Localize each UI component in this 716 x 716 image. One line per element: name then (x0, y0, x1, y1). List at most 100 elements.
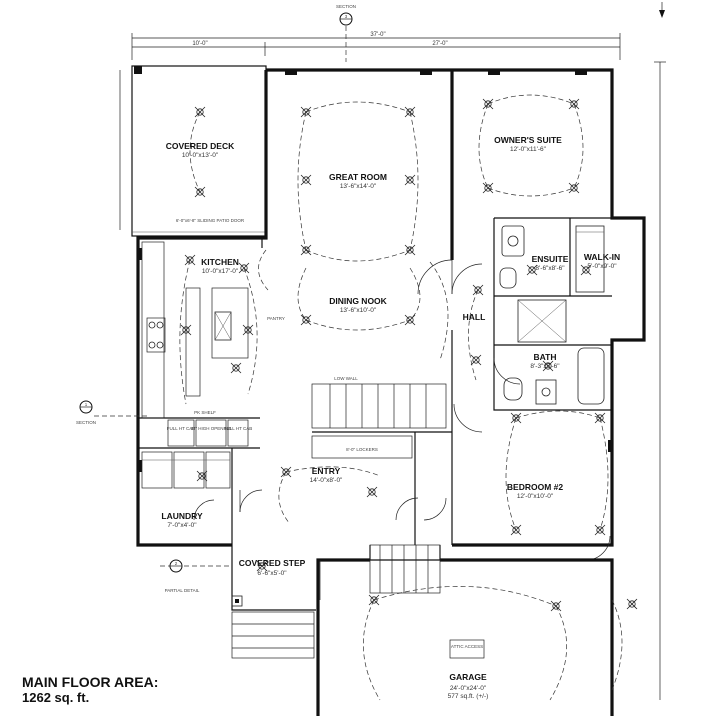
ceiling-light-icon (580, 264, 592, 276)
ceiling-light-icon (242, 324, 254, 336)
covered-step-name: COVERED STEP (239, 558, 306, 568)
ceiling-light-icon (568, 98, 580, 110)
ceiling-light-icon (180, 324, 192, 336)
ceiling-light-icon (594, 412, 606, 424)
section-top-number: 3 (345, 14, 348, 19)
north-arrow-icon (659, 2, 665, 18)
garage-area: 577 sq.ft. (+/-) (448, 693, 489, 700)
walk-in-dims: 5'-0"x9'-0" (587, 263, 617, 270)
overall-dimension: 37'-0" (370, 32, 385, 38)
bedroom2-name: BEDROOM #2 (507, 482, 563, 492)
ceiling-light-icon (184, 254, 196, 266)
ceiling-light-icon (300, 244, 312, 256)
owners-suite-dims: 12'-0"x11'-6" (510, 146, 547, 153)
ceiling-light-icon (366, 486, 378, 498)
section-marker-top: SECTION 3 (336, 4, 356, 62)
ceiling-light-icon (196, 470, 208, 482)
low-wall-note: LOW WALL (334, 376, 358, 381)
ensuite-name: ENSUITE (532, 254, 569, 264)
laundry-name: LAUNDRY (161, 511, 203, 521)
lockers-note: 8'-0" LOCKERS (346, 447, 378, 452)
attic-access-note: ATTIC ACCESS (451, 644, 483, 649)
right-dimension: 27'-0" (432, 41, 447, 47)
electrical-wiring (179, 94, 623, 701)
ceiling-light-icon (568, 182, 580, 194)
pantry-note: PANTRY (267, 316, 285, 321)
ceiling-light-icon (256, 560, 268, 572)
kitchen-fixtures: FULL HT CAB 37" HIGH OPENING FULL HT CAB… (141, 241, 285, 447)
great-room-dims: 13'-6"x14'-0" (340, 183, 377, 190)
covered-deck-dims: 10'-0"x13'-0" (182, 152, 219, 159)
ceiling-light-icon (300, 106, 312, 118)
exterior-walls (136, 68, 646, 547)
ceiling-light-icon (510, 524, 522, 536)
section-left-number: 1 (85, 402, 88, 407)
walk-in-name: WALK-IN (584, 252, 620, 262)
ceiling-light-icon (626, 598, 638, 610)
owners-suite-name: OWNER'S SUITE (494, 135, 562, 145)
entry-name: ENTRY (312, 466, 341, 476)
ceiling-light-icon (510, 412, 522, 424)
top-dimensions: 37'-0" 10'-0" 27'-0" (119, 32, 666, 700)
patio-door-note: 6'-0"x6'-8" SLIDING PATIO DOOR (176, 218, 245, 223)
opening-note: 37" HIGH OPENING (190, 426, 232, 431)
ceiling-light-icon (526, 264, 538, 276)
ceiling-light-icon (404, 174, 416, 186)
pk-shelf-note: PK SHELF (194, 410, 216, 415)
ensuite-dims: 8'-6"x8'-6" (535, 265, 565, 272)
covered-deck: COVERED DECK 10'-0"x13'-0" 6'-0"x6'-8" S… (131, 65, 267, 237)
bedroom2-dims: 12'-0"x10'-0" (517, 493, 554, 500)
ceiling-light-icon (194, 186, 206, 198)
ceiling-light-icon (238, 262, 250, 274)
ceiling-light-icon (280, 466, 292, 478)
ceiling-light-icon (482, 182, 494, 194)
ceiling-light-icon (194, 106, 206, 118)
hall-name: HALL (463, 312, 486, 322)
ceiling-light-icon (550, 600, 562, 612)
covered-step: COVERED STEP 6'-6"x5'-0" (231, 545, 321, 659)
dining-nook-dims: 13'-6"x10'-0" (340, 307, 377, 314)
full-ht-cab-left: FULL HT CAB (167, 426, 196, 431)
covered-deck-name: COVERED DECK (166, 141, 235, 151)
entry-dims: 14'-0"x8'-0" (310, 477, 343, 484)
full-ht-cab-right: FULL HT CAB (224, 426, 253, 431)
garage-dims: 24'-0"x24'-0" (450, 685, 487, 692)
left-dimension: 10'-0" (192, 41, 207, 47)
interior-walls (138, 217, 612, 545)
ceiling-light-icon (230, 362, 242, 374)
laundry-dims: 7'-0"x4'-0" (167, 522, 197, 529)
section-top-label: SECTION (336, 4, 356, 9)
partial-detail-label: PARTIAL DETAIL (165, 588, 200, 593)
section-marker-left: 1 SECTION (76, 400, 150, 425)
great-room-name: GREAT ROOM (329, 172, 387, 182)
ceiling-light-icon (404, 314, 416, 326)
ceiling-light-icon (368, 594, 380, 606)
main-floor-area-title: MAIN FLOOR AREA: (22, 674, 159, 690)
stairs: LOW WALL 8'-0" LOCKERS (311, 376, 447, 459)
bath-name: BATH (534, 352, 557, 362)
ceiling-light-icon (594, 524, 606, 536)
garage: ATTIC ACCESS GARAGE 24'-0"x24'-0" 577 sq… (316, 544, 614, 716)
doors (193, 259, 611, 561)
dining-nook-name: DINING NOOK (329, 296, 387, 306)
garage-name: GARAGE (449, 672, 487, 682)
section-left-label: SECTION (76, 420, 96, 425)
ceiling-light-icon (404, 106, 416, 118)
ceiling-light-icon (542, 360, 554, 372)
bath-dims: 8'-3"x5'-6" (530, 363, 560, 370)
kitchen-name: KITCHEN (201, 257, 239, 267)
covered-step-dims: 6'-6"x5'-0" (257, 570, 287, 577)
main-floor-area-value: 1262 sq. ft. (22, 690, 90, 705)
partial-detail-number: 2 (175, 561, 178, 566)
ceiling-lights (180, 98, 638, 612)
ceiling-light-icon (470, 354, 482, 366)
ceiling-light-icon (482, 98, 494, 110)
partial-detail-marker: 2 PARTIAL DETAIL (160, 559, 232, 593)
ceiling-light-icon (472, 284, 484, 296)
ceiling-light-icon (300, 314, 312, 326)
room-labels: GREAT ROOM 13'-6"x14'-0" OWNER'S SUITE 1… (161, 135, 620, 529)
kitchen-dims: 10'-0"x17'-0" (202, 268, 239, 275)
laundry-fixtures (141, 451, 231, 489)
ceiling-light-icon (404, 244, 416, 256)
